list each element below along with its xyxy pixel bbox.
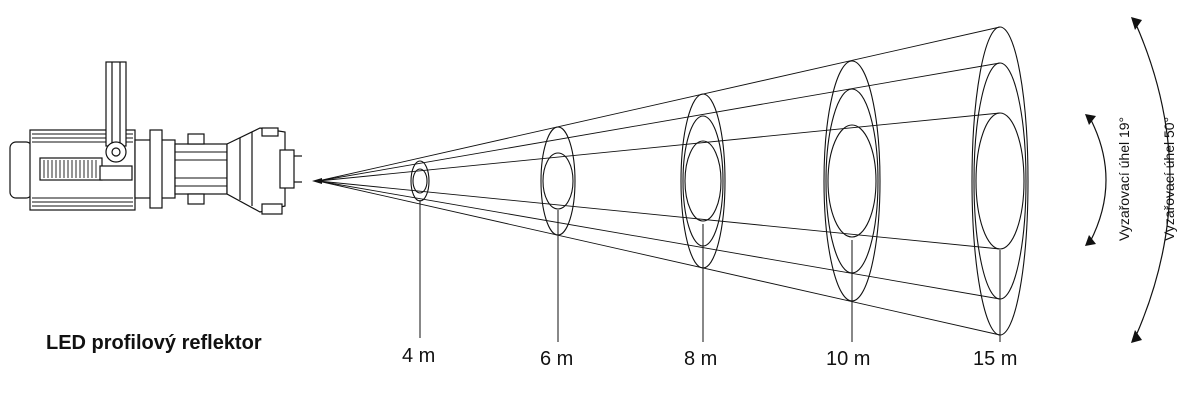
- narrow-angle-label: Vyzařovací úhel 19°: [1116, 116, 1132, 241]
- angle-arcs: [1085, 17, 1171, 343]
- cone-edge-line: [317, 26, 1001, 182]
- wide-angle-arc: [1134, 21, 1171, 339]
- distance-label-4m: 4 m: [402, 345, 436, 367]
- cone-edge-line: [317, 180, 1001, 336]
- beam-ring-4m: [412, 168, 428, 194]
- beam-ring-10m: [827, 124, 877, 238]
- cone-edge-line: [317, 180, 1001, 300]
- beam-ring-15m: [975, 112, 1025, 250]
- distance-label-15m: 15 m: [973, 348, 1018, 370]
- wide-arrow-top: [1131, 17, 1142, 30]
- beam-apex: [312, 178, 322, 184]
- distance-label-8m: 8 m: [684, 348, 718, 370]
- beam-ring-8m: [684, 140, 722, 222]
- narrow-arrow-top: [1085, 114, 1096, 125]
- wide-arrow-bottom: [1131, 330, 1142, 343]
- reflector-drawing: [9, 61, 302, 215]
- cone-edge-line: [317, 112, 1001, 182]
- distance-label-10m: 10 m: [826, 348, 871, 370]
- narrow-angle-arc: [1089, 117, 1107, 243]
- diagram-title: LED profilový reflektor: [46, 332, 262, 354]
- cone-edge-line: [317, 62, 1001, 182]
- narrow-arrow-bottom: [1085, 235, 1096, 246]
- beam-ring-4m: [410, 160, 430, 202]
- beam-ring-6m: [542, 152, 574, 210]
- distance-leaders: [419, 200, 1001, 342]
- cone-edge-line: [317, 180, 1001, 250]
- beam-cones: [312, 26, 1029, 336]
- wide-angle-label: Vyzařovací úhel 50°: [1161, 116, 1177, 241]
- distance-label-6m: 6 m: [540, 348, 574, 370]
